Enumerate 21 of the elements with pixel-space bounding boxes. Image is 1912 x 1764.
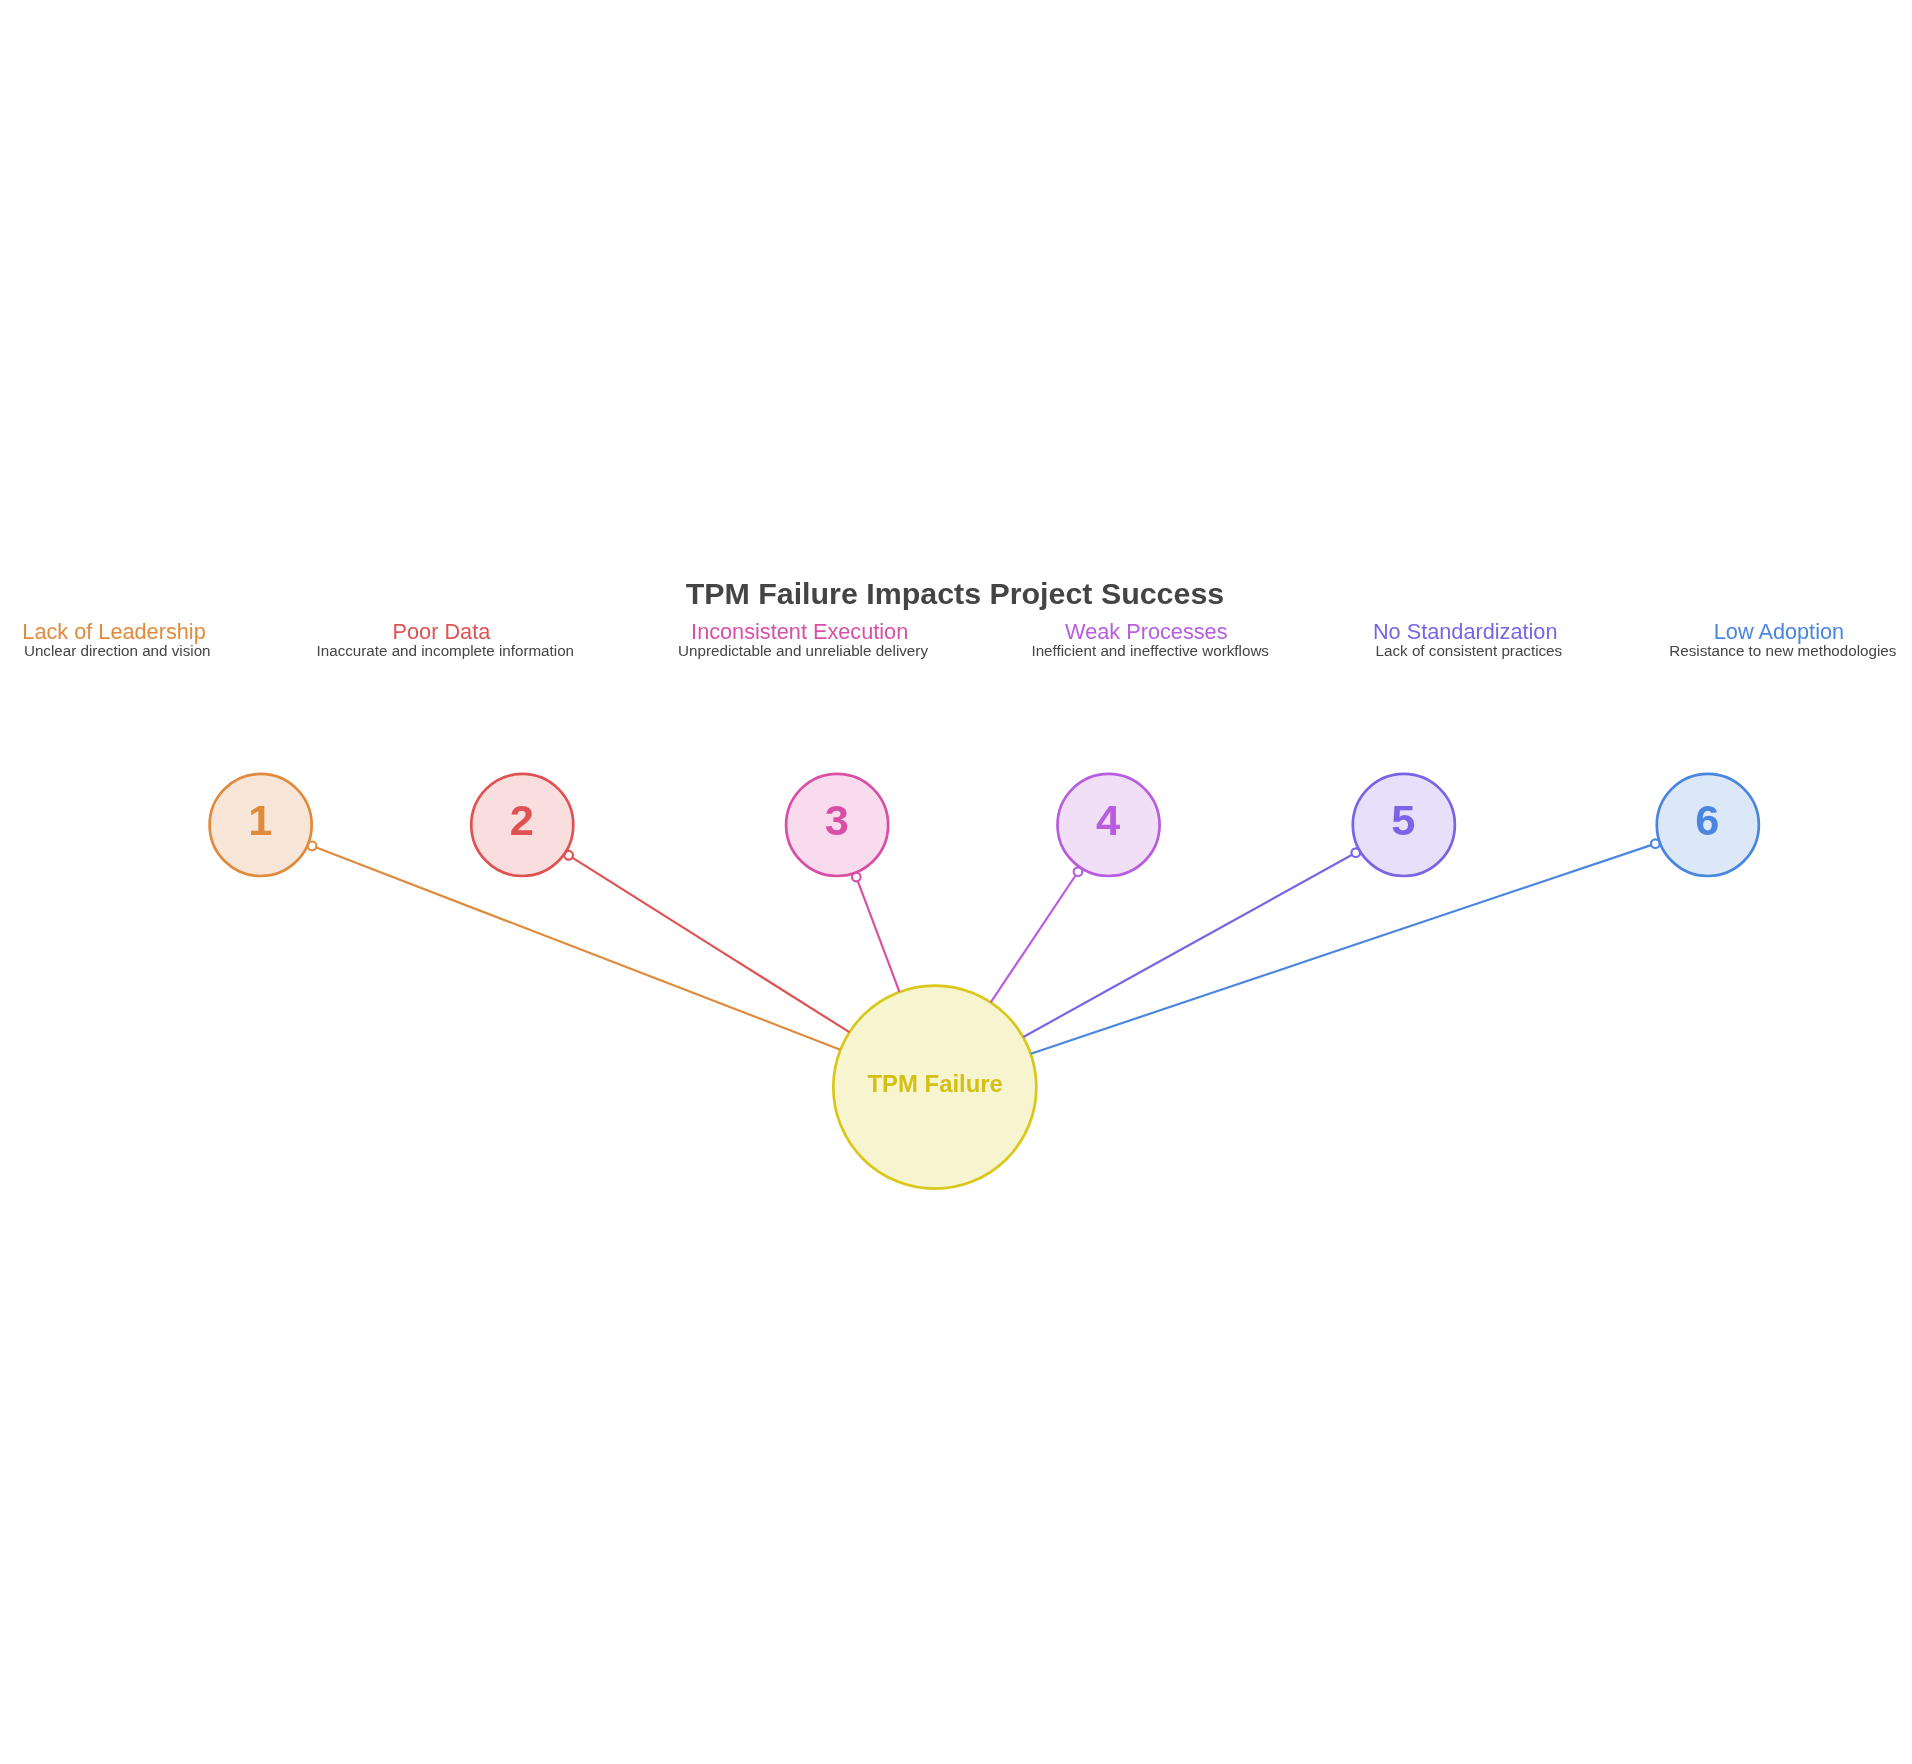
connector	[563, 849, 850, 1033]
connector	[1022, 846, 1362, 1038]
connector	[850, 871, 901, 992]
node-circle: TPM Failure	[831, 983, 1038, 1190]
node-label: Weak Processes	[1065, 618, 1228, 644]
node-label: Inaccurate and incomplete information	[316, 641, 575, 659]
node-label: No Standardization	[1372, 618, 1558, 644]
node-circle: 3	[784, 772, 890, 877]
node-label: Poor Data	[392, 618, 491, 644]
connector	[1030, 837, 1661, 1055]
node-circle: 1	[208, 772, 313, 877]
node-label: Inconsistent Execution	[691, 618, 909, 644]
connector	[989, 865, 1084, 1003]
node-label: Inefficient and ineffective workflows	[1031, 641, 1269, 659]
node-circle: 6	[1655, 772, 1761, 877]
node-label: Lack of Leadership	[22, 618, 206, 644]
node-label: Low Adoption	[1713, 618, 1845, 644]
connector	[306, 839, 841, 1051]
diagram-title: TPM Failure Impacts Project Success	[685, 575, 1225, 610]
node-label: Unpredictable and unreliable delivery	[678, 641, 928, 659]
node-label: Lack of consistent practices	[1375, 641, 1563, 659]
